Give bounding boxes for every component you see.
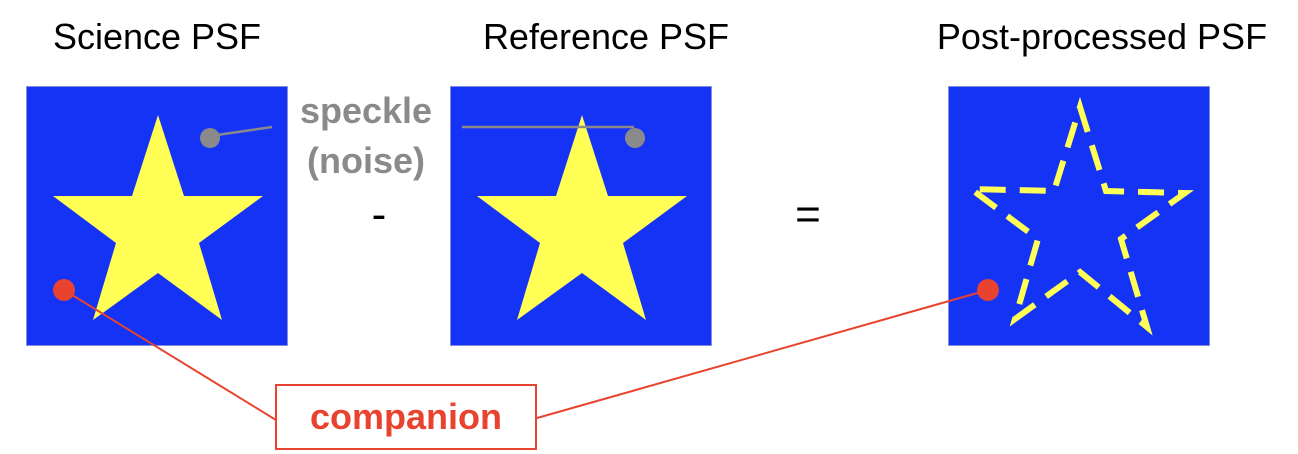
speckle-label-line2: (noise) [306, 140, 425, 181]
science-psf-title: Science PSF [52, 16, 262, 57]
residual-star-outline [961, 96, 1194, 336]
reference-star-shape [477, 115, 687, 320]
reference-psf-panel [450, 86, 712, 346]
science-star-shape [53, 115, 263, 320]
science-psf-graphic [53, 115, 263, 320]
equals-operator: = [795, 190, 821, 239]
speckle-noise-label: speckle (noise) [290, 86, 442, 186]
post-processed-psf-title: Post-processed PSF [936, 16, 1268, 57]
post-processed-psf-graphic [961, 96, 1194, 336]
speckle-label-line1: speckle [299, 90, 433, 131]
reference-psf-graphic [477, 115, 687, 320]
minus-operator: - [371, 190, 387, 239]
companion-label-box: companion [275, 384, 537, 450]
companion-label: companion [309, 396, 502, 437]
reference-psf-title: Reference PSF [482, 16, 730, 57]
science-psf-panel [26, 86, 288, 346]
post-processed-psf-panel [948, 86, 1210, 346]
